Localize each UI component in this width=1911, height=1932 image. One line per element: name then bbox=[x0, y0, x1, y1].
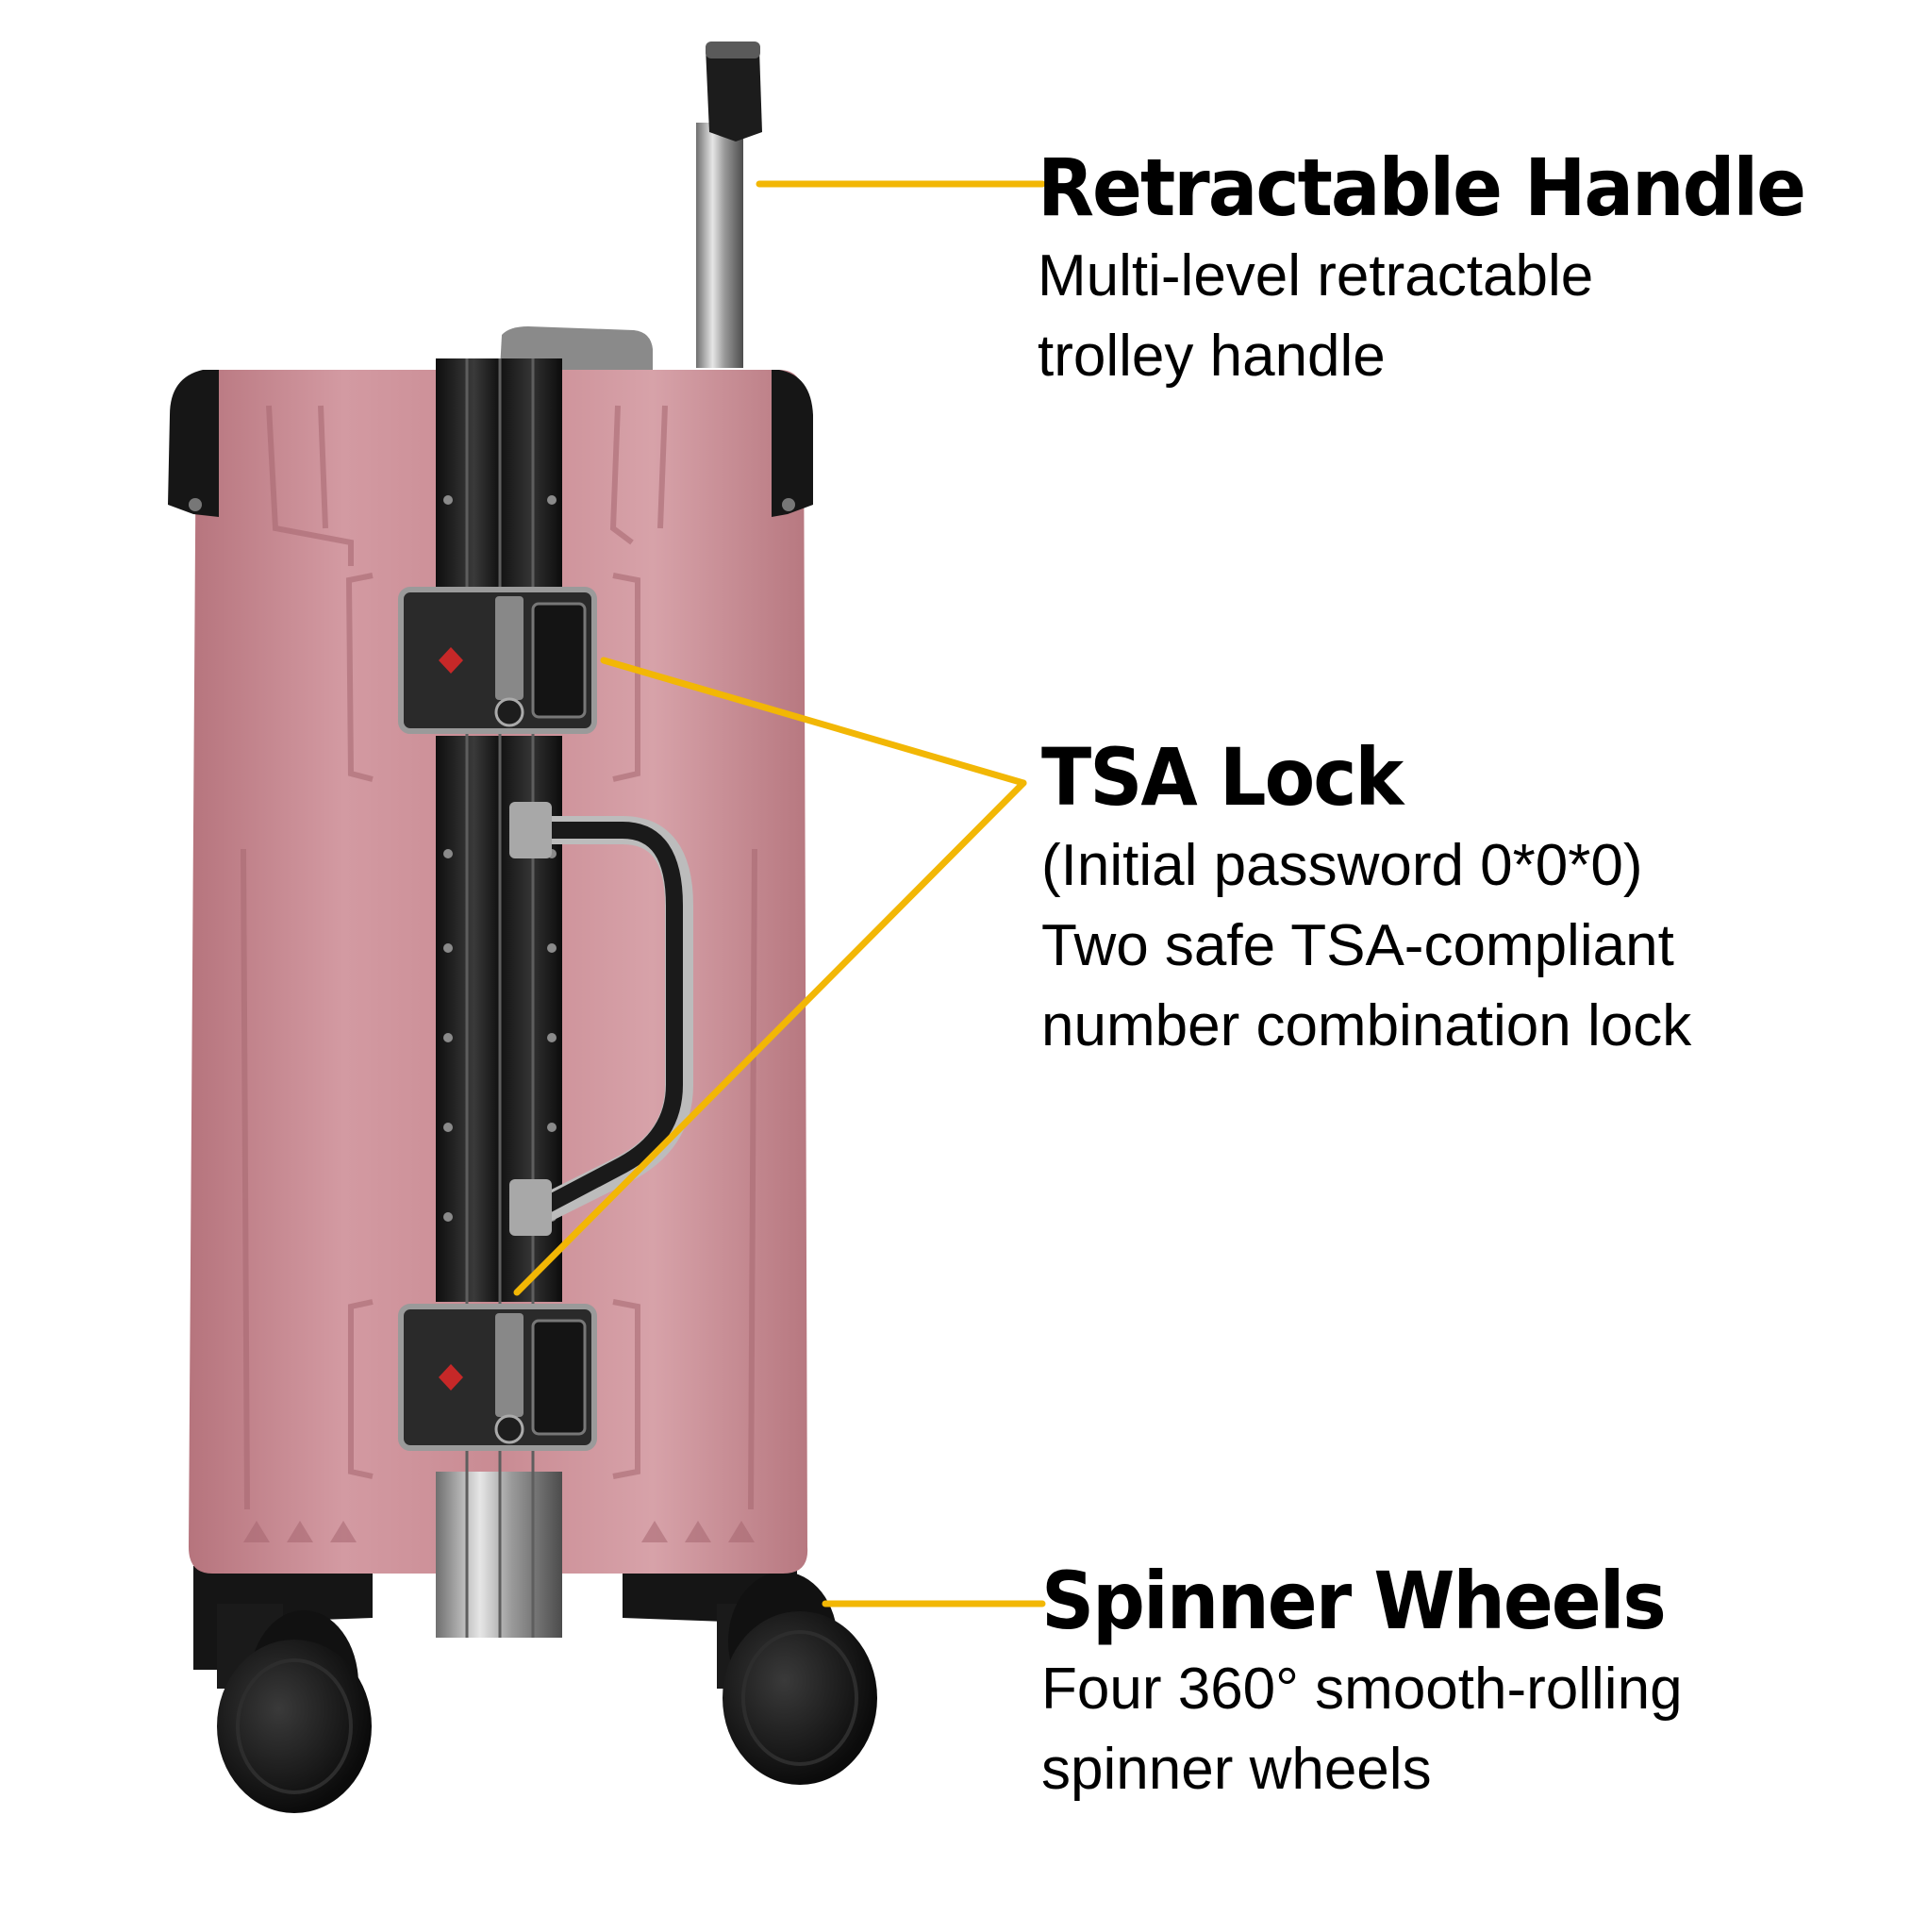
feature-title: TSA Lock bbox=[1041, 732, 1404, 824]
trolley-handle bbox=[500, 42, 762, 370]
handle-grip bbox=[706, 42, 762, 142]
feature-description-line: spinner wheels bbox=[1041, 1737, 1432, 1802]
suitcase-illustration bbox=[168, 42, 877, 1813]
corner-guard-top-left bbox=[168, 370, 219, 517]
shell-chevrons bbox=[243, 1521, 755, 1542]
leader-line-tsa-lock-lower bbox=[513, 779, 1027, 1296]
frame-rivets bbox=[443, 495, 557, 1222]
wheel-hub-left bbox=[236, 1658, 353, 1794]
feature-description-line: Multi-level retractable bbox=[1038, 243, 1594, 308]
side-carry-handle bbox=[509, 802, 693, 1236]
handle-tube bbox=[696, 123, 743, 368]
wheel-hub-right bbox=[741, 1630, 858, 1766]
rivet bbox=[782, 498, 795, 511]
spinner-wheels bbox=[217, 1572, 877, 1813]
feature-title: Retractable Handle bbox=[1038, 142, 1806, 235]
corner-guard-top-right bbox=[772, 370, 813, 517]
shell-ribs bbox=[241, 405, 757, 1510]
wheel-front-left bbox=[217, 1640, 372, 1813]
feature-description-line: trolley handle bbox=[1038, 324, 1386, 389]
wheel-front-right bbox=[723, 1611, 877, 1785]
carry-handle-mount-top bbox=[509, 802, 552, 858]
tsa-lock-top bbox=[398, 587, 597, 734]
carry-handle-mount-bottom bbox=[509, 1179, 552, 1236]
feature-description-line: (Initial password 0*0*0) bbox=[1041, 833, 1643, 898]
feature-description-line: number combination lock bbox=[1041, 993, 1692, 1058]
rivet bbox=[189, 498, 202, 511]
handle-tip bbox=[706, 42, 760, 58]
feature-description-line: Four 360° smooth-rolling bbox=[1041, 1657, 1683, 1722]
tsa-lock-bottom bbox=[398, 1304, 597, 1451]
feature-description-line: Two safe TSA-compliant bbox=[1041, 913, 1674, 978]
leader-line-tsa-lock-upper bbox=[600, 657, 1027, 787]
carry-handle-shadow bbox=[528, 822, 683, 1220]
feature-title: Spinner Wheels bbox=[1041, 1556, 1667, 1648]
